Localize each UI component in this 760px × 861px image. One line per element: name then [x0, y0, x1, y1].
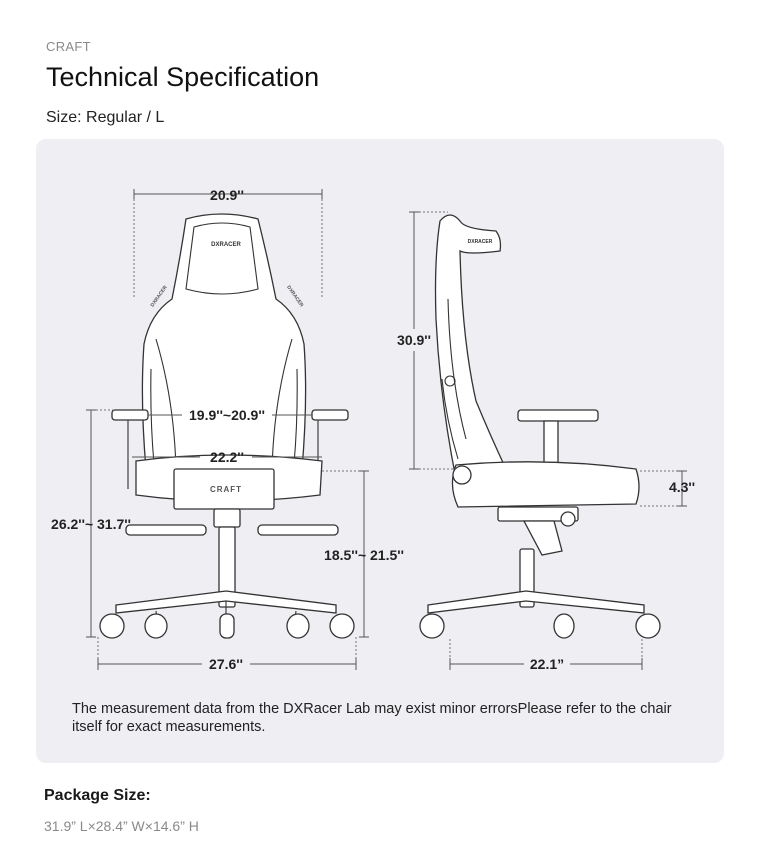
armrest-width-label: 19.9''~20.9'': [189, 407, 265, 423]
headrest-brand-side: DXRACER: [468, 239, 493, 245]
armrest-height-label: 26.2''~ 31.7'': [51, 516, 131, 532]
package-size-value: 31.9” L×28.4” W×14.6” H: [44, 818, 199, 834]
measurement-note: The measurement data from the DXRacer La…: [72, 701, 672, 735]
front-dimension-lines: [86, 189, 369, 670]
side-chair-drawing: [419, 214, 661, 639]
front-top-width-label: 20.9'': [210, 187, 244, 203]
headrest-brand-front: DXRACER: [211, 242, 241, 248]
backrest-brand-right: DXRACER: [285, 285, 304, 309]
seat-width-label: 22.2'': [210, 449, 244, 465]
backrest-height-label: 30.9'': [397, 332, 431, 348]
product-eyebrow: CRAFT: [46, 39, 91, 54]
base-width-label: 27.6'': [209, 656, 243, 672]
size-label: Size: Regular / L: [46, 109, 165, 126]
page-title: Technical Specification: [46, 62, 320, 92]
seat-thickness-label: 4.3'': [669, 479, 695, 495]
chair-diagram: DXRACER DXRACER DXRACER CRAFT DXRACER: [51, 187, 695, 672]
seat-brand: CRAFT: [210, 485, 242, 494]
package-size-label: Package Size:: [44, 787, 151, 804]
front-chair-drawing: [99, 213, 355, 639]
seat-height-label: 18.5''~ 21.5'': [324, 547, 404, 563]
spec-diagram-panel: DXRACER DXRACER DXRACER CRAFT DXRACER: [36, 139, 724, 763]
base-depth-label: 22.1”: [530, 656, 564, 672]
side-dimension-lines: [409, 211, 687, 670]
